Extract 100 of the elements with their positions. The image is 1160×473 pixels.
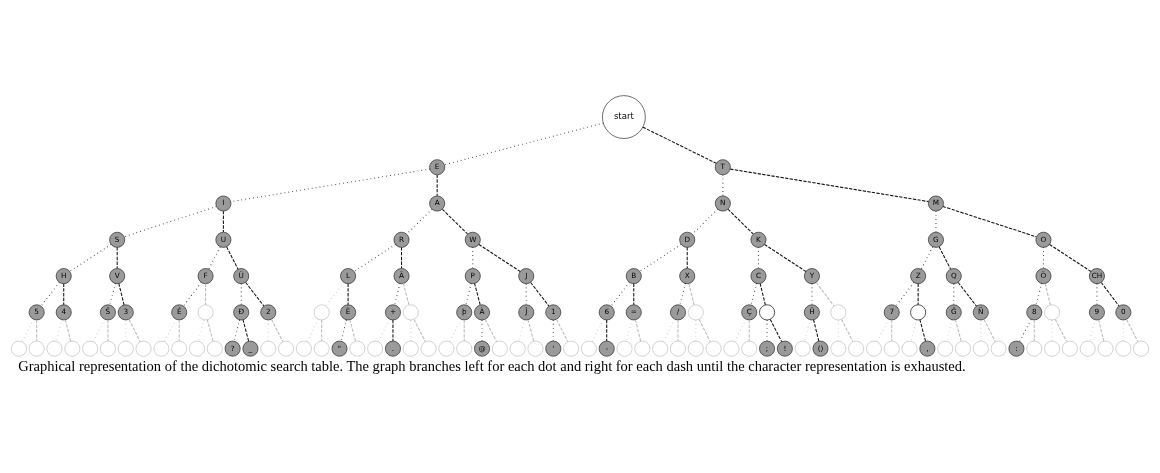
node-circle (1026, 340, 1043, 357)
connector (206, 319, 214, 342)
connector (36, 319, 38, 342)
connector (271, 318, 284, 343)
node-circle (64, 340, 81, 357)
connector (353, 243, 396, 272)
node-circle (197, 304, 214, 321)
node-circle (278, 340, 294, 357)
node-circle (830, 304, 847, 321)
connector (634, 319, 642, 342)
node-circle (1044, 304, 1060, 321)
connector (815, 282, 835, 307)
connector (164, 318, 177, 343)
connector (481, 319, 483, 342)
node-circle (206, 340, 223, 357)
connector (1126, 318, 1139, 343)
node-circle (82, 340, 99, 357)
node-circle (723, 340, 740, 357)
node-circle (189, 340, 205, 357)
node-circle (972, 340, 989, 357)
connector (198, 319, 205, 342)
node-circle (260, 340, 277, 357)
connector (441, 208, 469, 235)
connector (552, 319, 554, 342)
node-circle (527, 340, 544, 357)
connector (306, 318, 319, 343)
connector (401, 247, 403, 269)
connector (402, 282, 410, 306)
node-circle (687, 340, 704, 357)
connector (983, 318, 996, 343)
connector (226, 246, 239, 270)
node-circle (117, 340, 134, 357)
node-circle (955, 340, 971, 357)
connector (518, 319, 526, 342)
node-circle (491, 340, 508, 357)
node-circle (741, 340, 758, 357)
connector (1054, 318, 1068, 343)
connector (55, 319, 63, 342)
connector (527, 319, 535, 342)
connector (729, 168, 929, 203)
connector (116, 247, 118, 269)
node-circle (420, 340, 437, 357)
connector (642, 126, 717, 164)
connector (123, 206, 217, 238)
connector (240, 283, 242, 306)
node-circle (456, 340, 473, 357)
connector (919, 319, 927, 342)
connector (178, 319, 180, 342)
caption: Graphical representation of the dichotomic search table. The graph branches left for each dot and right for each dash until the character representation is exhausted. (18, 357, 966, 374)
connector (230, 168, 431, 203)
connector (957, 282, 977, 307)
connector (436, 174, 438, 197)
node-circle (634, 340, 651, 357)
node-circle (1115, 340, 1132, 357)
node-circle (1079, 340, 1096, 357)
connector (245, 282, 265, 307)
connector (222, 210, 224, 233)
node-circle (367, 340, 384, 357)
connector (63, 283, 65, 306)
connector (759, 283, 766, 306)
connector (910, 319, 917, 342)
connector (205, 283, 207, 306)
connector (1044, 283, 1051, 306)
connector (321, 319, 323, 342)
connector (891, 319, 893, 342)
node-circle (830, 340, 847, 357)
connector (938, 246, 952, 270)
connector (625, 319, 633, 342)
connector (484, 318, 498, 343)
node-circle (883, 340, 900, 357)
connector (474, 282, 481, 306)
node-circle (438, 340, 455, 357)
connector (392, 319, 394, 342)
connector (917, 283, 919, 306)
connector (1096, 283, 1098, 306)
connector (722, 174, 724, 197)
connector (349, 319, 357, 342)
connector (377, 318, 391, 343)
connector (639, 243, 682, 272)
connector (841, 318, 854, 343)
node-circle (313, 340, 330, 357)
node-circle (153, 340, 170, 357)
connector (21, 318, 34, 343)
connector (1033, 319, 1035, 342)
node-circle (1133, 340, 1150, 357)
node-circle: start (602, 95, 646, 139)
connector (413, 318, 426, 343)
node-circle (349, 340, 366, 357)
connector (556, 318, 569, 343)
connector (1019, 318, 1032, 343)
connector (698, 318, 711, 343)
connector (591, 318, 604, 343)
connector (478, 243, 521, 272)
connector (1049, 243, 1092, 272)
connector (463, 319, 465, 342)
connector (242, 319, 250, 342)
node-circle (509, 340, 526, 357)
connector (530, 282, 550, 307)
connector (876, 318, 889, 343)
connector (633, 283, 635, 306)
